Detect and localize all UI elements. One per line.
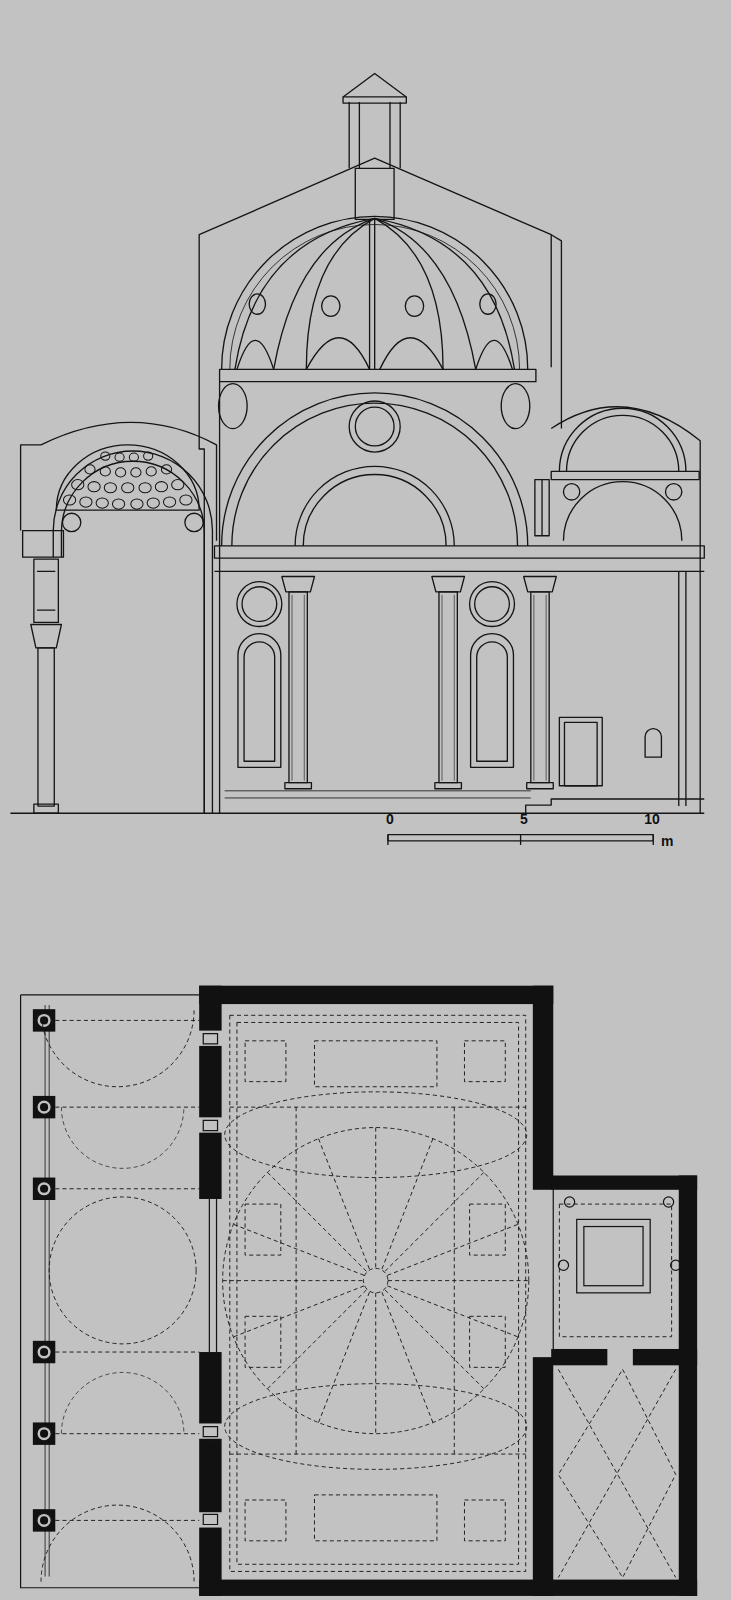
scale-label: 10 <box>644 812 660 826</box>
floor-plan <box>21 986 698 1596</box>
section-elevation <box>10 73 704 844</box>
scale-label: 0 <box>386 812 394 826</box>
scale-label: m <box>661 834 673 848</box>
scale-label: 5 <box>520 812 528 826</box>
